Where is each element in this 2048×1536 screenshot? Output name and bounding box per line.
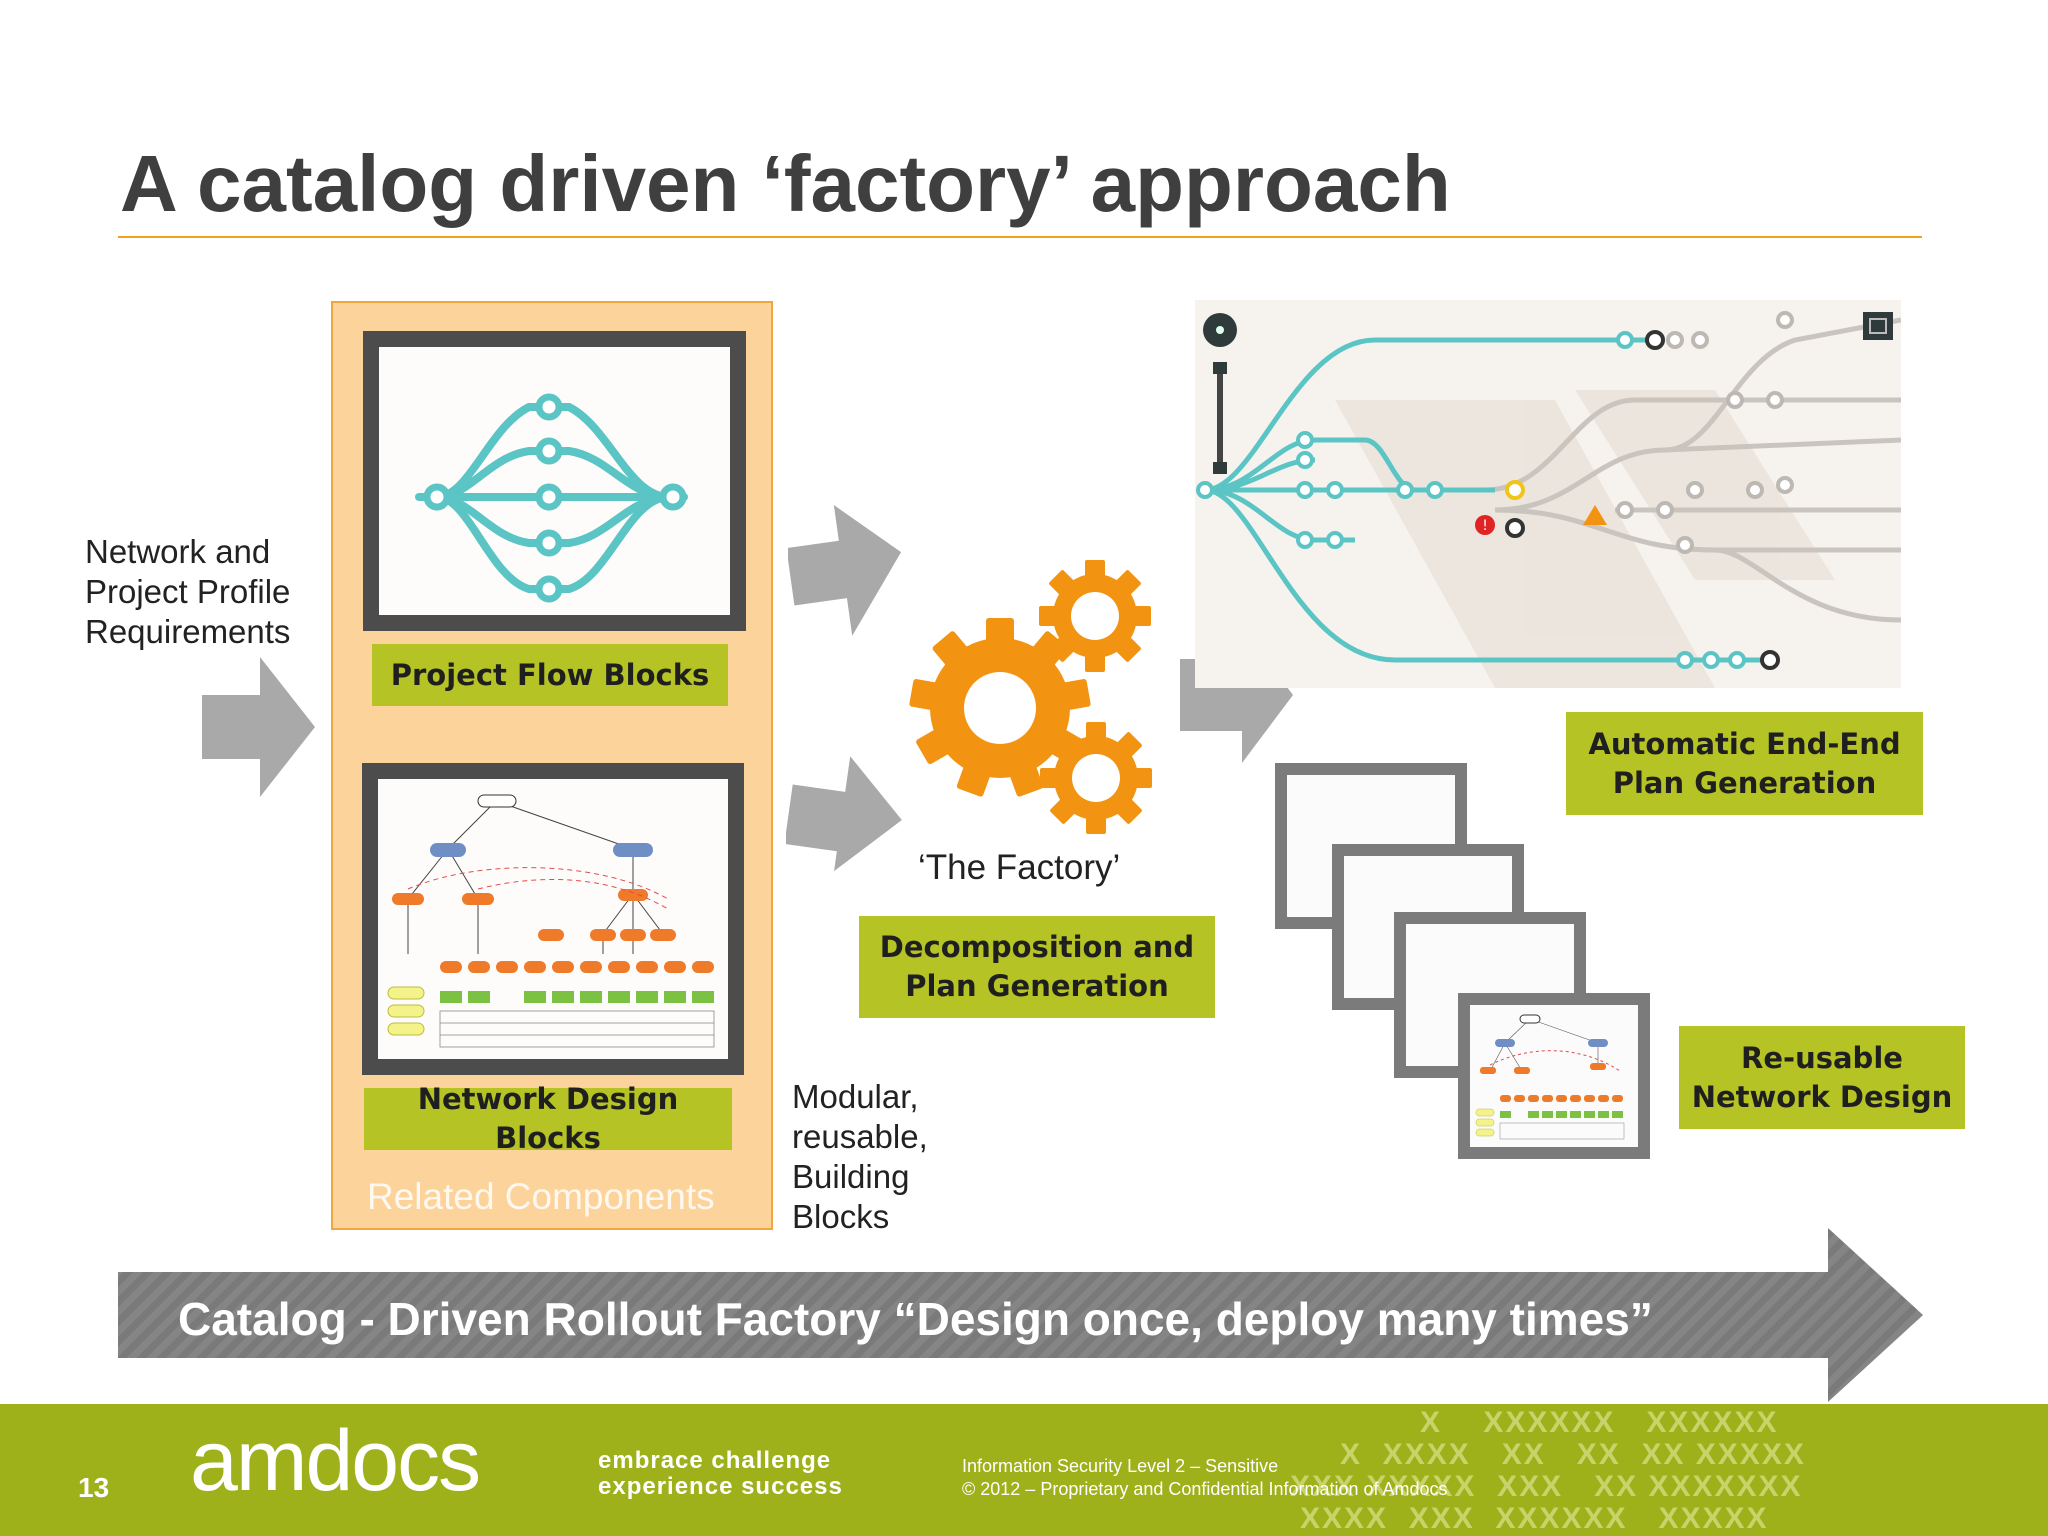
warning-icon <box>1583 505 1607 525</box>
arrow-right-icon <box>788 505 902 636</box>
fullscreen-icon <box>1863 312 1893 340</box>
factory-caption: ‘The Factory’ <box>918 848 1121 887</box>
footer-pattern: XXX XXXXX XXX XX XXXXXXX <box>1290 1470 1803 1503</box>
arrow-right-icon <box>786 756 902 872</box>
automatic-plan-label: Automatic End-End Plan Generation <box>1566 712 1923 815</box>
requirements-line: Network and <box>85 533 271 570</box>
tagline: embrace challenge experience success <box>598 1448 843 1500</box>
tagline-line: embrace challenge <box>598 1447 832 1474</box>
automatic-plan-line: Automatic End-End <box>1588 726 1901 761</box>
requirements-text: Network and Project Profile Requirements <box>85 532 290 652</box>
tagline-line: experience success <box>598 1473 843 1500</box>
network-design-blocks-label: Network Design Blocks <box>364 1082 732 1155</box>
network-tree-image <box>387 794 715 1048</box>
zoom-slider-icon <box>1213 362 1227 474</box>
requirements-line: Project Profile <box>85 573 291 610</box>
rollout-banner-text: Catalog - Driven Rollout Factory “Design… <box>178 1293 1653 1345</box>
footer-legal: Information Security Level 2 – Sensitive… <box>962 1455 1448 1501</box>
reusable-design-line: Network Design <box>1691 1079 1953 1114</box>
modular-line: Blocks <box>792 1198 890 1235</box>
automatic-plan-line: Plan Generation <box>1612 765 1877 800</box>
page-number: 13 <box>78 1472 110 1503</box>
requirements-line: Requirements <box>85 613 291 650</box>
reusable-design-line: Re-usable <box>1741 1040 1903 1075</box>
flow-graph-image <box>415 393 688 603</box>
network-tree-thumbnail <box>1475 1014 1625 1140</box>
navigation-control-icon <box>1203 313 1237 347</box>
network-design-diagram <box>362 763 744 1075</box>
arrow-right-icon <box>202 657 315 797</box>
modular-line: Building <box>792 1158 910 1195</box>
decomposition-line: Decomposition and <box>879 930 1195 964</box>
title-divider <box>118 236 1922 238</box>
alert-icon: ! <box>1475 515 1495 535</box>
slide-title: A catalog driven ‘factory’ approach <box>120 139 1451 228</box>
plan-map-graph: ! <box>1196 311 1901 688</box>
related-components-caption: Related Components <box>367 1176 715 1217</box>
rollout-banner-arrow <box>118 1228 1923 1402</box>
footer-bar: X XXXXXX XXXXXX X XXXX XX XX XX XXXXX XX… <box>0 1404 2048 1536</box>
modular-line: reusable, <box>792 1118 928 1155</box>
network-design-copy <box>1458 993 1650 1159</box>
copyright-text: © 2012 – Proprietary and Confidential In… <box>962 1479 1448 1499</box>
footer-pattern: X XXXXXX XXXXXX <box>1420 1406 1779 1439</box>
modular-line: Modular, <box>792 1078 919 1115</box>
footer-pattern: XXXX XXX XXXXXX XXXXX <box>1300 1502 1769 1535</box>
amdocs-logo: amdocs <box>190 1413 481 1509</box>
decomposition-label: Decomposition and Plan Generation <box>859 916 1215 1018</box>
project-flow-diagram <box>363 331 746 631</box>
footer-pattern: X XXXX XX XX XX XXXXX <box>1340 1438 1806 1471</box>
project-flow-blocks-label: Project Flow Blocks <box>372 644 728 706</box>
decomposition-line: Plan Generation <box>905 969 1169 1003</box>
security-level-text: Information Security Level 2 – Sensitive <box>962 1456 1279 1476</box>
reusable-design-label: Re-usable Network Design <box>1679 1026 1965 1129</box>
modular-blocks-text: Modular, reusable, Building Blocks <box>792 1077 928 1237</box>
svg-text:!: ! <box>1482 518 1488 534</box>
gear-icon <box>909 560 1152 834</box>
plan-map-screenshot: ! <box>1195 300 1901 688</box>
